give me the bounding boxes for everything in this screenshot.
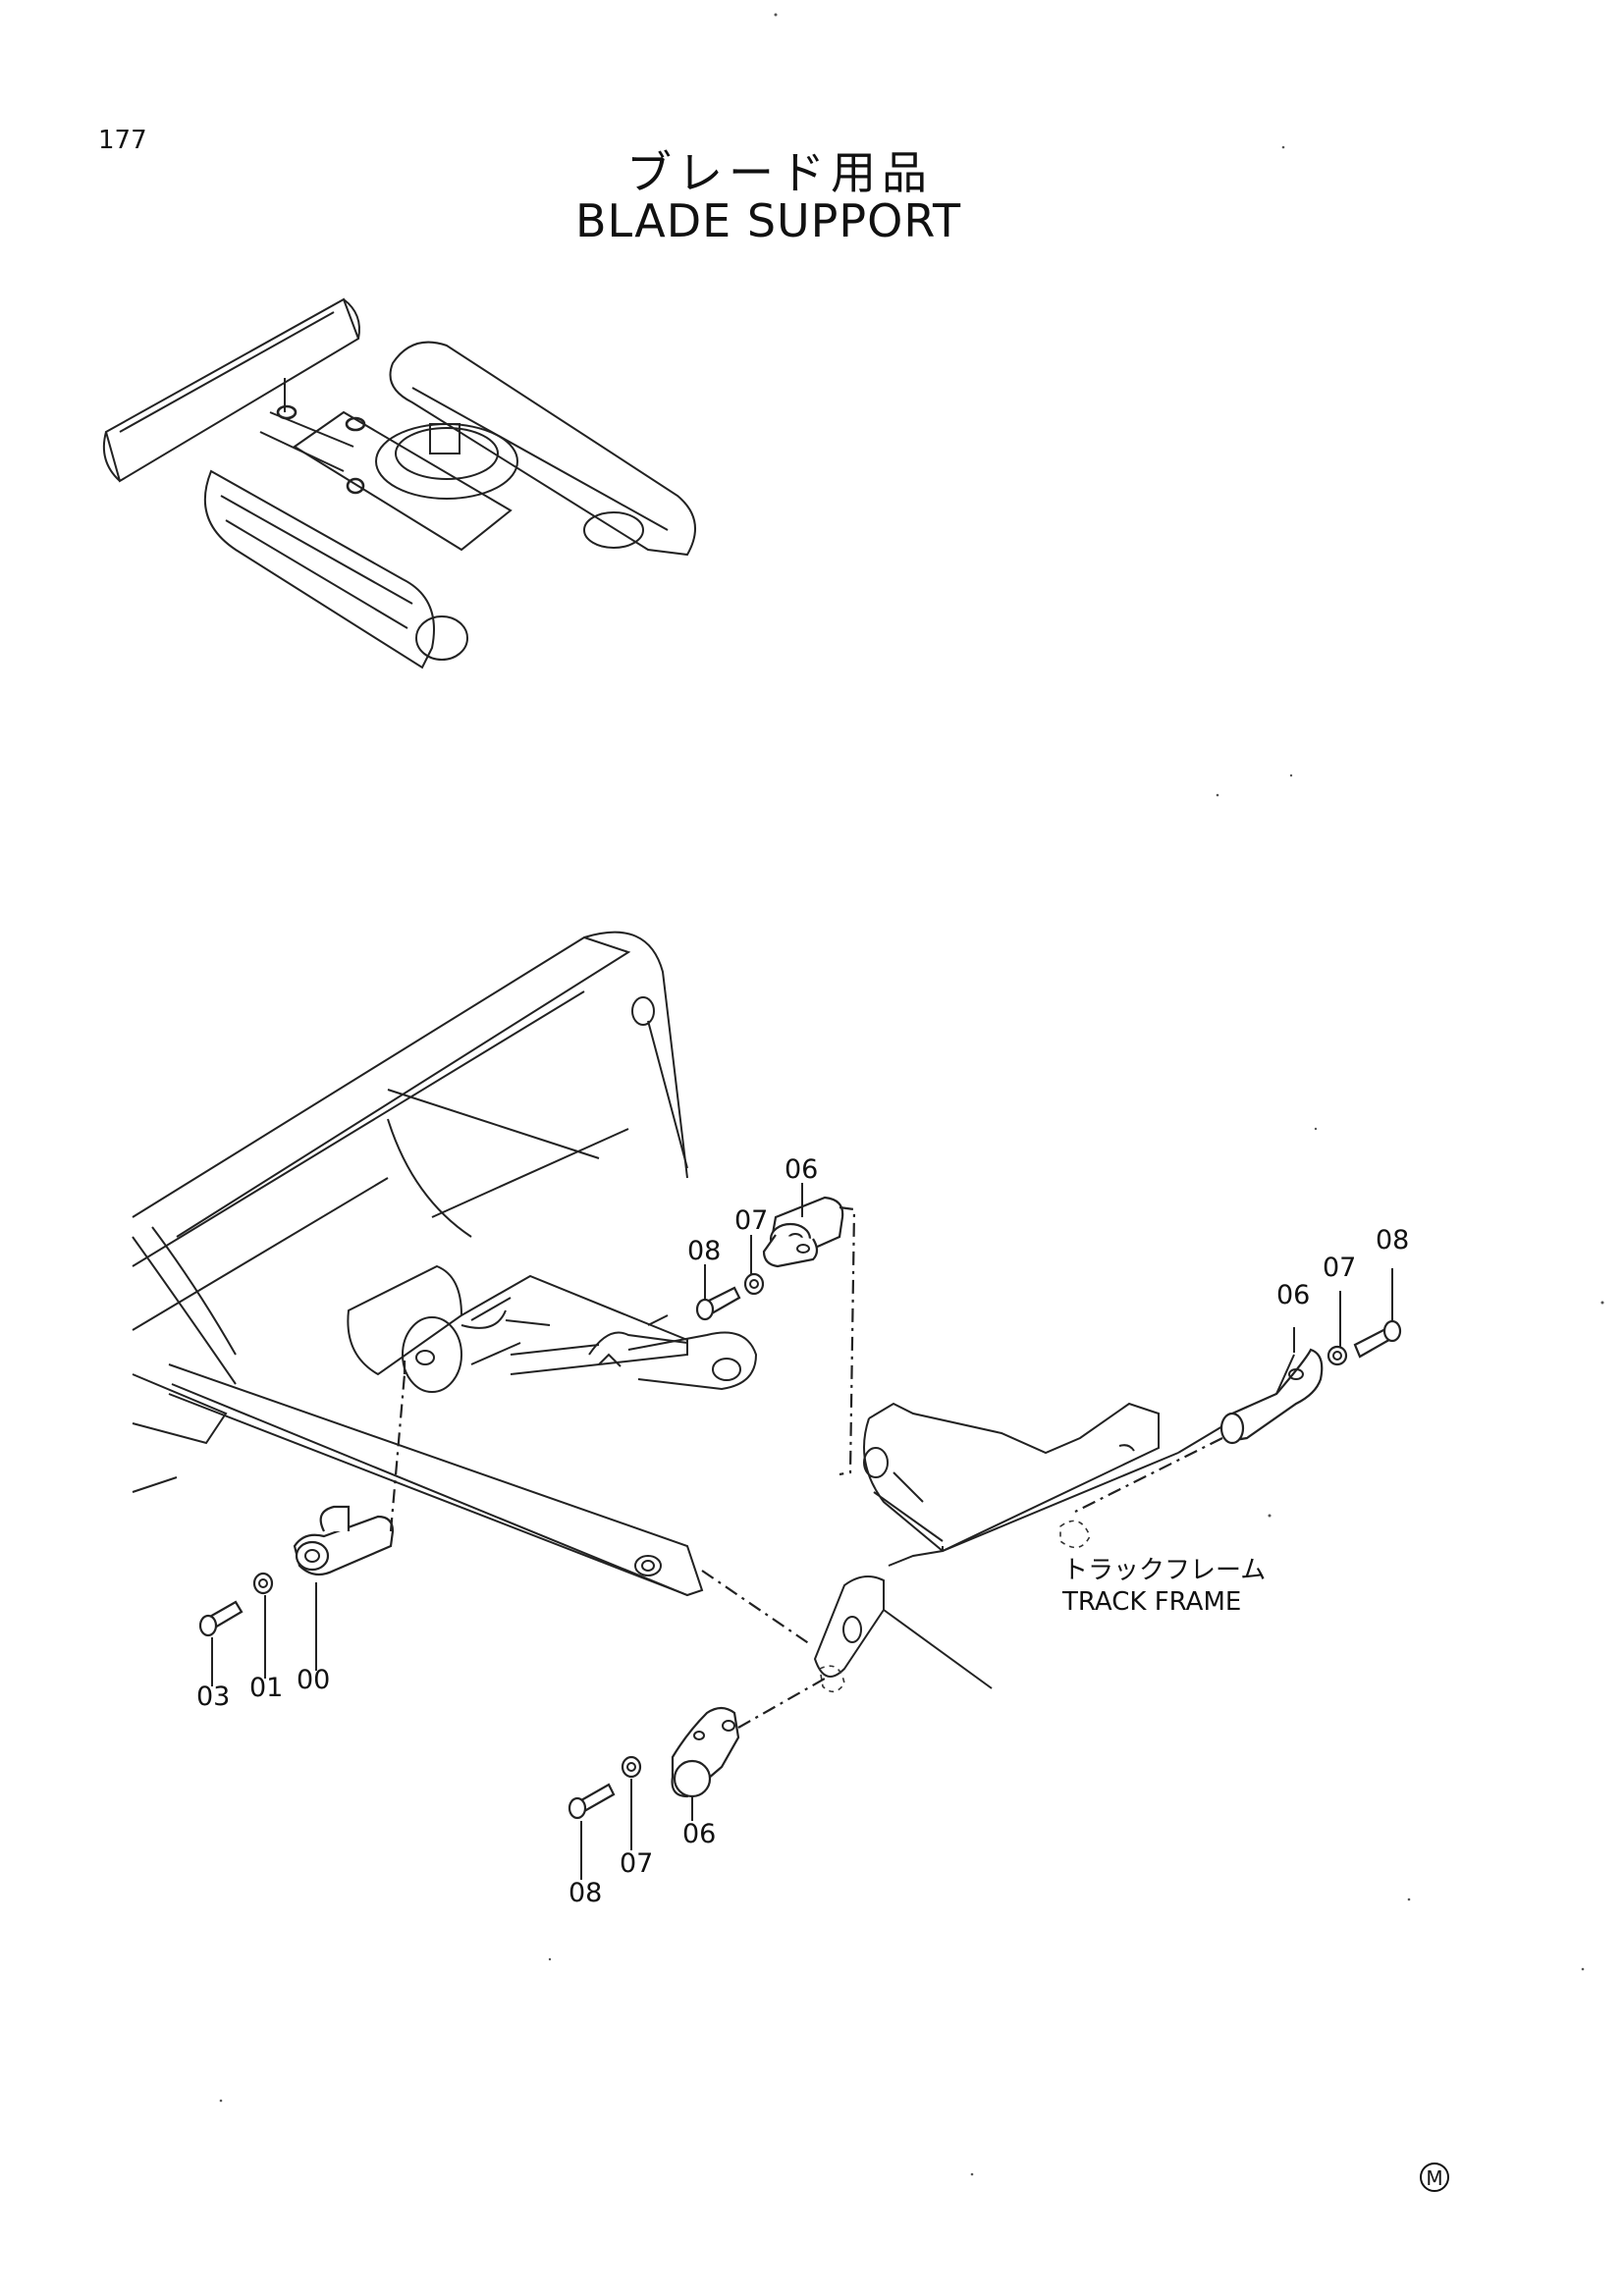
page-number: 177	[98, 126, 147, 155]
callout-08-lower-middle: 08	[568, 1878, 602, 1908]
callout-07-right: 07	[1323, 1253, 1356, 1283]
parts-group-right	[1074, 1268, 1402, 1513]
parts-group-lower-middle	[568, 1570, 826, 1880]
blade-and-track-frame-illustration	[132, 931, 1277, 1693]
callout-06-lower-middle: 06	[682, 1819, 716, 1849]
callout-06-upper-middle: 06	[785, 1154, 818, 1185]
manufacturer-mark: M	[1420, 2163, 1449, 2192]
callout-06-right: 06	[1276, 1280, 1310, 1310]
callout-08-right: 08	[1376, 1225, 1409, 1255]
callout-01: 01	[249, 1673, 283, 1703]
callout-07-upper-middle: 07	[734, 1205, 768, 1236]
page-title-english: BLADE SUPPORT	[575, 194, 962, 247]
callout-03: 03	[196, 1682, 230, 1712]
page-title-japanese: ブレード用品	[626, 146, 933, 199]
callout-00: 00	[297, 1665, 330, 1695]
callout-08-upper-middle: 08	[687, 1236, 721, 1266]
parts-group-upper-middle	[695, 1183, 856, 1476]
track-frame-label-japanese: トラックフレーム	[1062, 1556, 1266, 1585]
scan-specks	[219, 13, 1604, 2176]
manufacturer-mark-letter: M	[1426, 2166, 1442, 2190]
callout-07-lower-middle: 07	[620, 1848, 653, 1879]
overview-undercarriage-illustration	[102, 297, 696, 669]
parts-group-lower-left	[198, 1355, 406, 1686]
track-frame-label-english: TRACK FRAME	[1061, 1587, 1241, 1617]
